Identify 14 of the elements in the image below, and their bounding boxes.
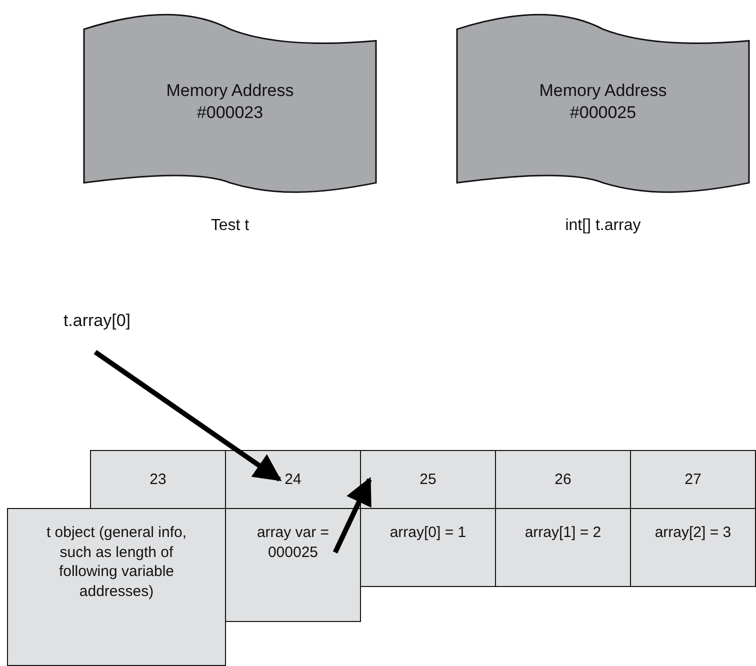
arrow <box>94 350 282 482</box>
memory-cell: array[2] = 3 <box>630 508 756 587</box>
node-label: int[] t.array <box>565 217 641 235</box>
memory-cell: 27 <box>630 450 756 509</box>
memory-cell: 25 <box>360 450 496 509</box>
memory-cell: 23 <box>90 450 226 509</box>
memory-cell: array[1] = 2 <box>495 508 631 587</box>
memory-cell: array[0] = 1 <box>360 508 496 587</box>
node-label: Test t <box>210 217 250 235</box>
arrow <box>332 477 372 554</box>
pointer-label: t.array[0] <box>52 308 142 334</box>
memory-cell: 26 <box>495 450 631 509</box>
memory-cell: array var = 000025 <box>225 508 361 622</box>
memory-cell: t object (general info, such as length of following variable addresses) <box>7 508 226 666</box>
